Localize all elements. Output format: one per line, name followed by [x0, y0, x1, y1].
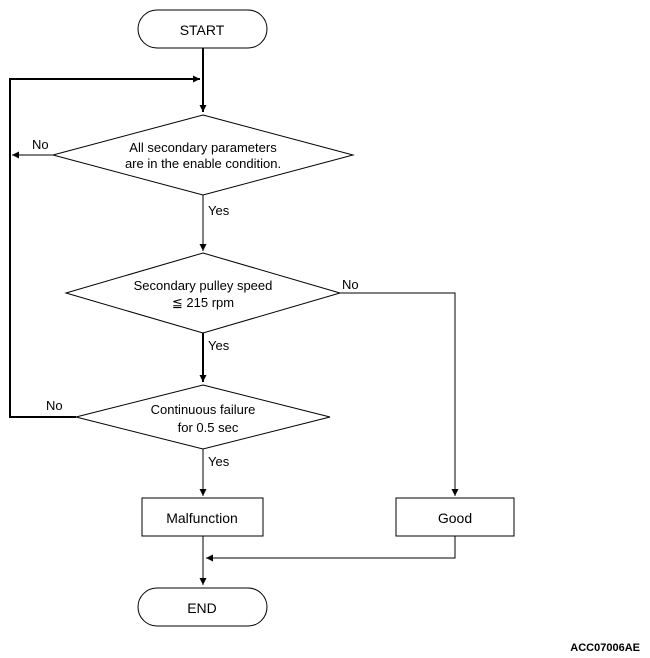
good-label: Good — [438, 510, 472, 526]
decision3-line1: Continuous failure — [151, 402, 256, 417]
malfunction-box — [141, 497, 264, 537]
decision1-line2: are in the enable condition. — [125, 156, 281, 171]
decision2-line1: Secondary pulley speed — [134, 278, 273, 293]
arrow-decision2-no — [340, 292, 459, 496]
decision2-no-label: No — [342, 277, 359, 292]
decision3-line2: for 0.5 sec — [178, 420, 239, 435]
arrow-good-to-merge — [206, 536, 456, 562]
end-terminal — [137, 587, 268, 627]
decision1-no-label: No — [32, 137, 49, 152]
arrow-decision3-no-loop — [9, 75, 200, 418]
decision1-yes-label: Yes — [208, 203, 230, 218]
figure-code: ACC07006AE — [570, 642, 640, 654]
end-label: END — [187, 600, 217, 616]
decision3-yes-label: Yes — [208, 454, 230, 469]
malfunction-label: Malfunction — [166, 510, 238, 526]
decision2-line2: ≦ 215 rpm — [172, 295, 234, 310]
decision3-no-label: No — [46, 398, 63, 413]
decision1-line1: All secondary parameters — [129, 140, 277, 155]
decision-enable-condition — [51, 114, 355, 196]
decision-pulley-speed — [64, 252, 342, 334]
decision-continuous-failure — [75, 384, 331, 450]
start-label: START — [180, 22, 225, 38]
decision2-yes-label: Yes — [208, 338, 230, 353]
